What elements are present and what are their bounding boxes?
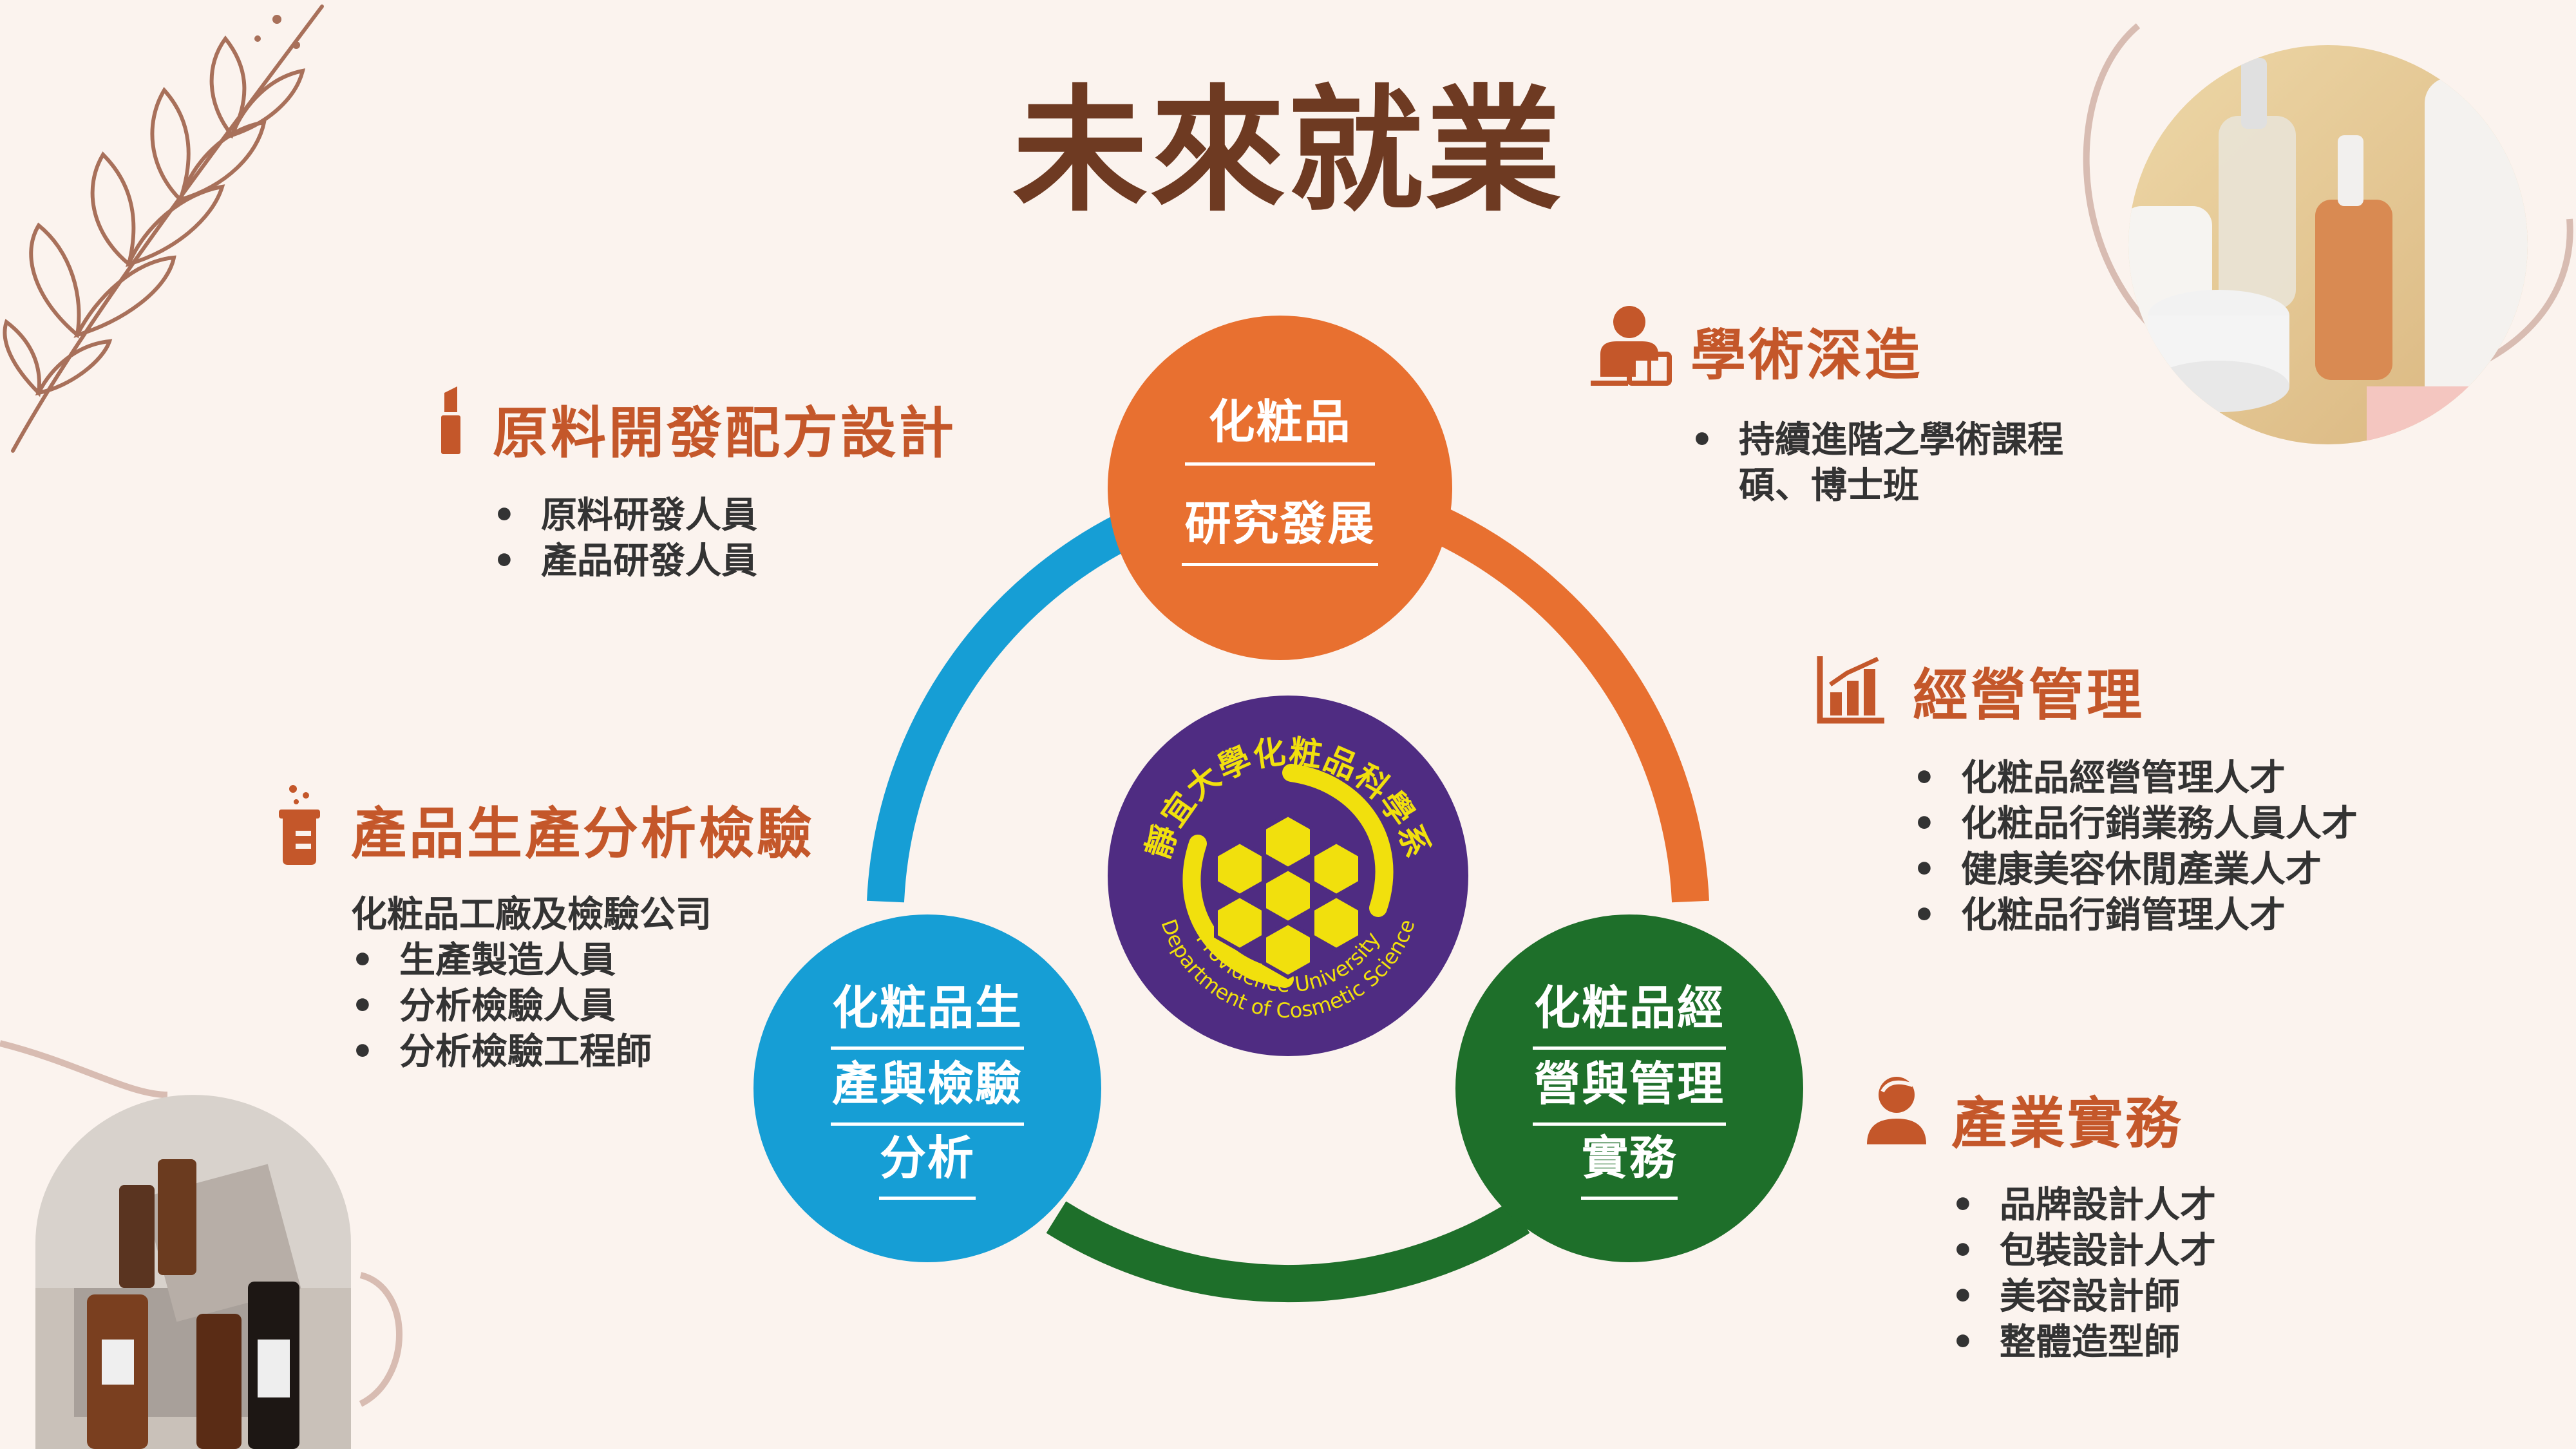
circle-label-line: 化粧品生 xyxy=(831,981,1023,1035)
department-logo-seal: 靜宜大學化粧品科學系 Providence University Departm… xyxy=(1108,696,1468,1056)
production-intro: 化粧品工廠及檢驗公司 xyxy=(351,894,712,936)
circle-label-line: 分析 xyxy=(879,1131,975,1185)
production-heading: 產品生產分析檢驗 xyxy=(351,802,815,866)
list-item: 包裝設計人才 xyxy=(1951,1228,2216,1274)
lipstick-icon xyxy=(441,386,460,454)
cosmetic-bottles-photo xyxy=(2128,45,2528,444)
circle-underline xyxy=(1182,563,1378,566)
circle-label-line: 研究發展 xyxy=(1184,497,1376,551)
list-item: 生產製造人員 xyxy=(351,938,652,983)
academic-list: 持續進階之學術課程 xyxy=(1690,417,2063,463)
academic-continuation: 碩、博士班 xyxy=(1739,465,1919,507)
list-item: 分析檢驗人員 xyxy=(351,983,652,1029)
circle-label-line: 營與管理 xyxy=(1533,1057,1725,1111)
amber-bottles-photo xyxy=(35,1095,351,1449)
circle-underline xyxy=(1533,1122,1726,1126)
list-item: 化粧品行銷業務人員人才 xyxy=(1913,801,2358,847)
circle-underline xyxy=(831,1046,1024,1050)
academic-heading: 學術深造 xyxy=(1690,323,1922,388)
bar-chart-icon xyxy=(1817,656,1884,724)
list-item: 健康美容休閒產業人才 xyxy=(1913,847,2358,893)
management-list: 化粧品經營管理人才 化粧品行銷業務人員人才 健康美容休閒產業人才 化粧品行銷管理… xyxy=(1913,755,2358,938)
list-item: 品牌設計人才 xyxy=(1951,1182,2216,1228)
circle-label-line: 產與檢驗 xyxy=(831,1057,1023,1111)
production-list: 生產製造人員 分析檢驗人員 分析檢驗工程師 xyxy=(351,938,652,1075)
production-analysis-circle: 化粧品生 產與檢驗 分析 xyxy=(753,914,1101,1262)
formula-heading: 原料開發配方設計 xyxy=(493,401,956,466)
circle-underline xyxy=(1533,1046,1726,1050)
list-item: 持續進階之學術課程 xyxy=(1690,417,2063,463)
circle-underline xyxy=(831,1122,1024,1126)
beaker-icon xyxy=(279,785,320,865)
circle-label-line: 實務 xyxy=(1581,1131,1677,1185)
list-item: 原料研發人員 xyxy=(493,493,757,538)
list-item: 美容設計師 xyxy=(1951,1274,2216,1320)
list-item: 化粧品經營管理人才 xyxy=(1913,755,2358,801)
circle-underline xyxy=(1581,1197,1678,1200)
student-icon xyxy=(1591,306,1672,386)
circle-underline xyxy=(1185,462,1375,466)
formula-list: 原料研發人員 產品研發人員 xyxy=(493,493,757,584)
person-icon xyxy=(1867,1077,1926,1144)
list-item: 整體造型師 xyxy=(1951,1320,2216,1365)
industry-heading: 產業實務 xyxy=(1951,1092,2183,1156)
circle-underline xyxy=(879,1197,976,1200)
research-development-circle: 化粧品 研究發展 xyxy=(1108,316,1452,660)
list-item: 產品研發人員 xyxy=(493,538,757,584)
page-title: 未來就業 xyxy=(1012,72,1564,230)
circle-label-line: 化粧品 xyxy=(1208,395,1352,449)
leaf-branch-illustration xyxy=(3,5,324,453)
industry-list: 品牌設計人才 包裝設計人才 美容設計師 整體造型師 xyxy=(1951,1182,2216,1365)
management-heading: 經營管理 xyxy=(1913,663,2145,728)
list-item: 分析檢驗工程師 xyxy=(351,1029,652,1075)
circle-label-line: 化粧品經 xyxy=(1533,981,1725,1035)
business-management-circle: 化粧品經 營與管理 實務 xyxy=(1455,914,1803,1262)
list-item: 化粧品行銷管理人才 xyxy=(1913,893,2358,938)
